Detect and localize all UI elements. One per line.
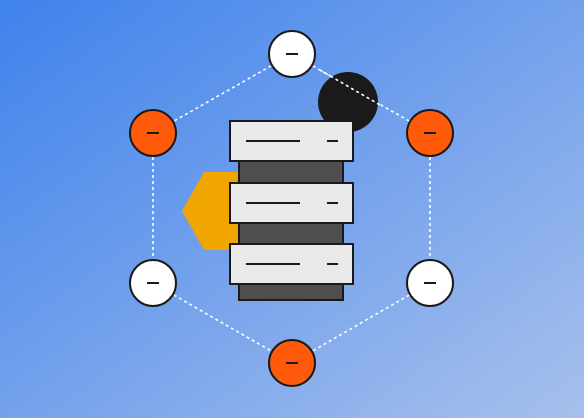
node-lower-right (406, 259, 454, 307)
node-bottom (268, 339, 316, 387)
server-unit-2 (229, 182, 354, 224)
connector-bottom-right (291, 282, 431, 364)
connector-top-left (152, 53, 293, 134)
node-upper-right (406, 109, 454, 157)
server-unit-1 (229, 120, 354, 162)
node-upper-left (129, 109, 177, 157)
node-lower-left (129, 259, 177, 307)
black-circle-shape (318, 72, 378, 132)
node-top (268, 30, 316, 78)
connector-bottom-left (152, 282, 293, 364)
server-unit-3 (229, 243, 354, 285)
server-rack-icon (229, 120, 354, 301)
